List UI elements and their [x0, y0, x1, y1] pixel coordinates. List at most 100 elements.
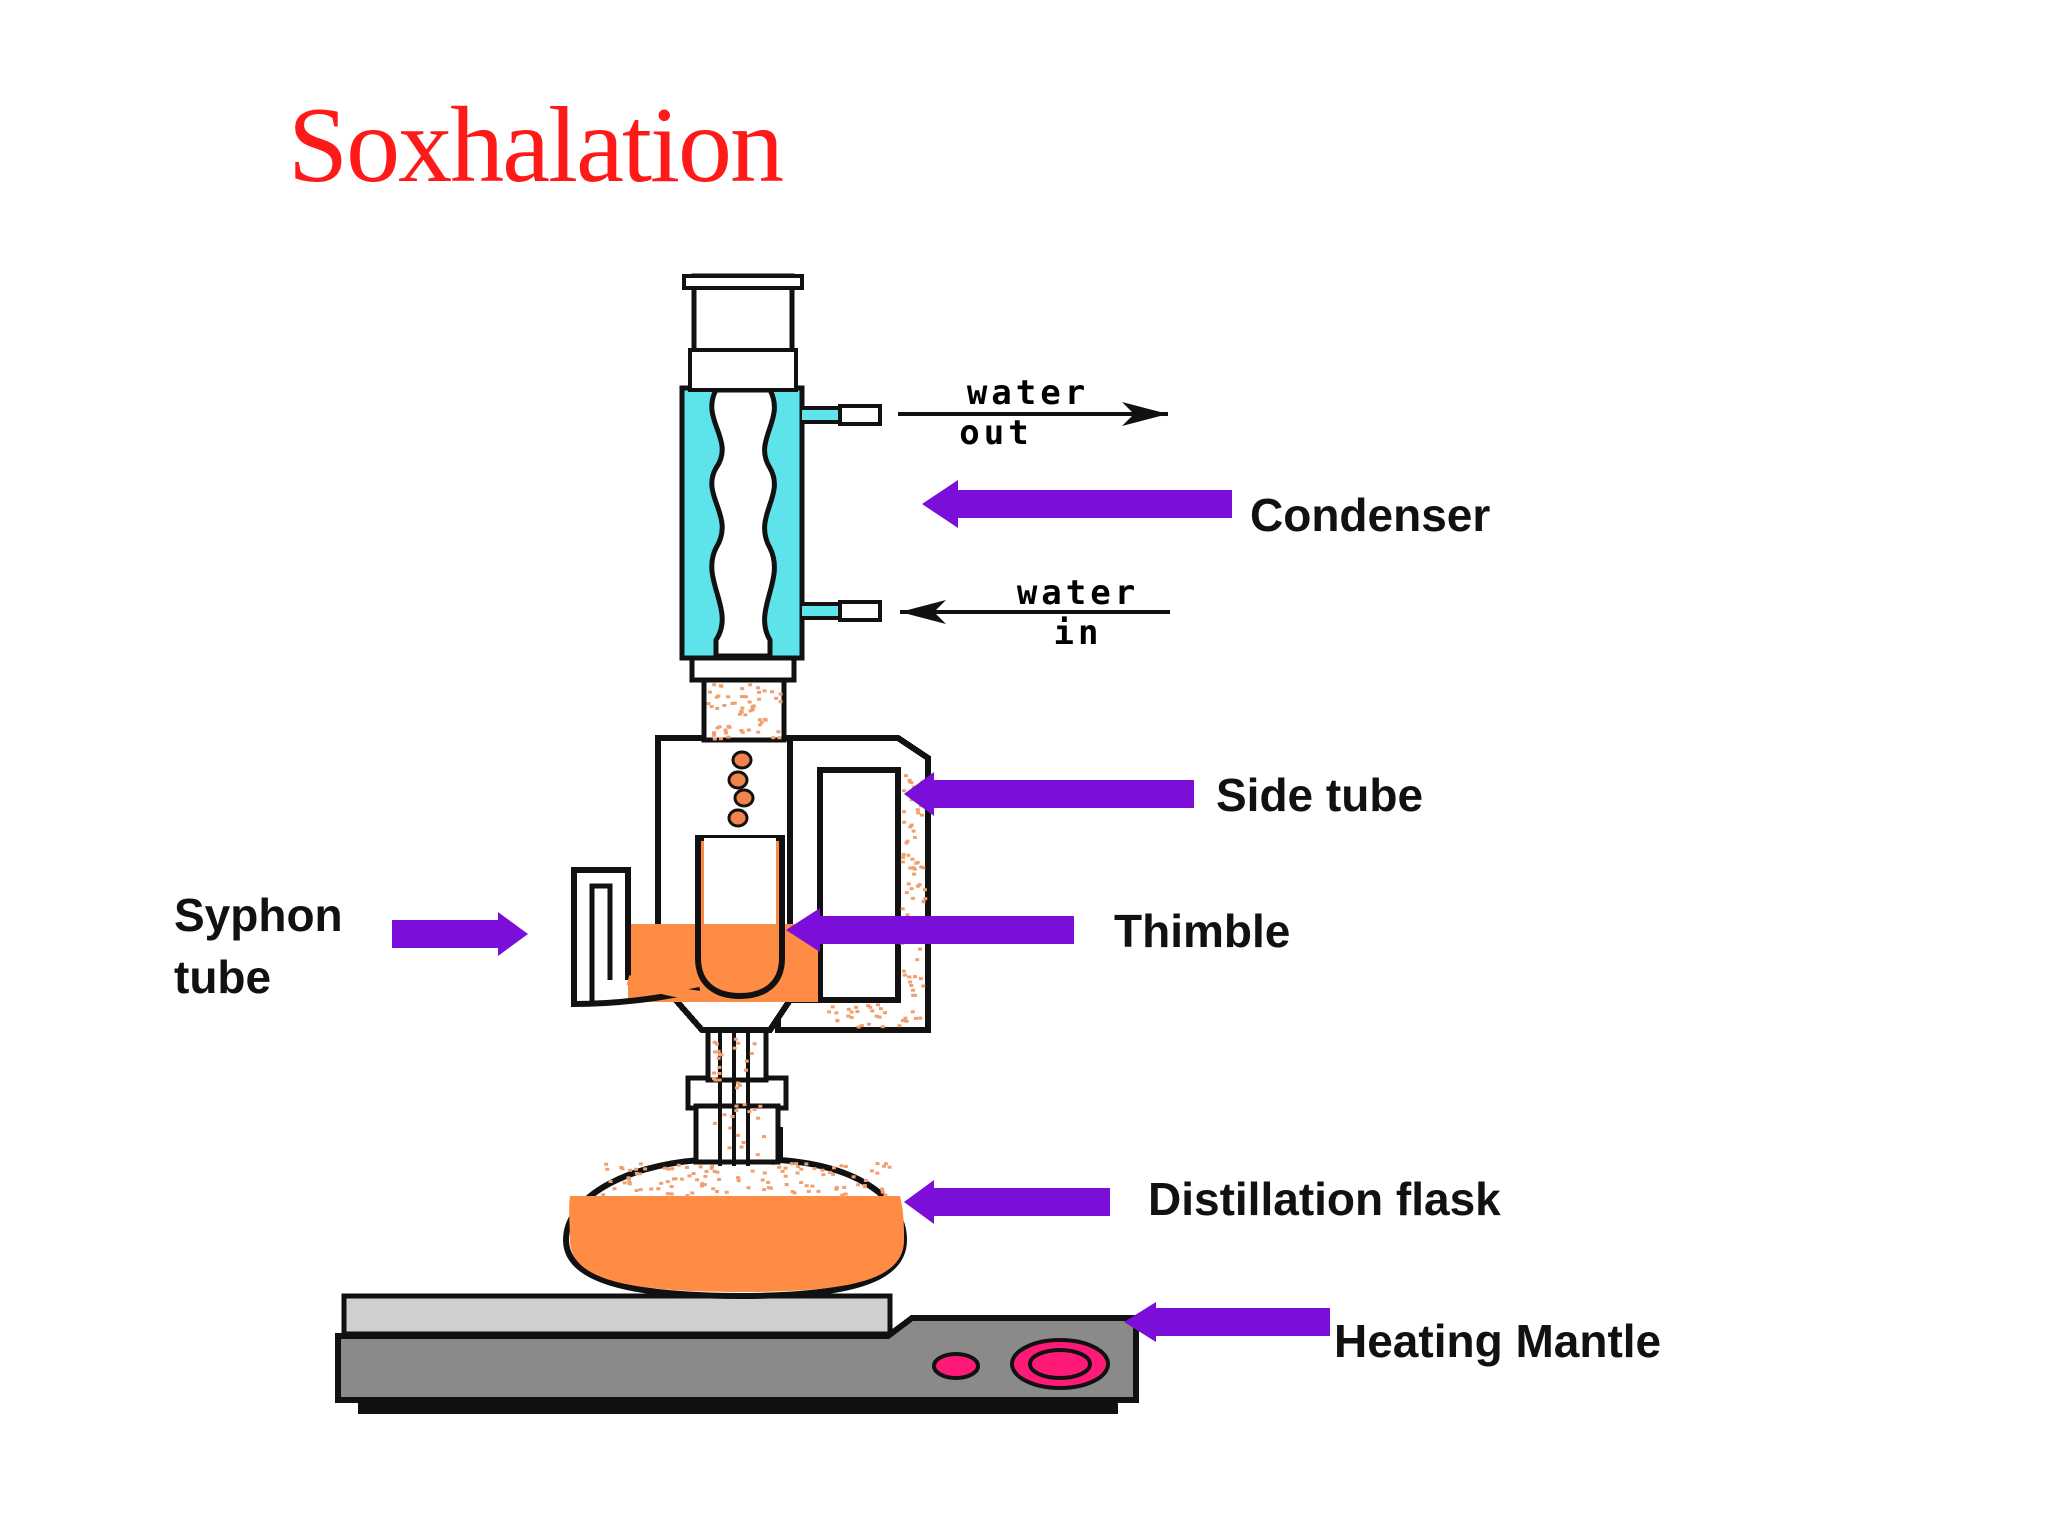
vapor-speck — [743, 713, 748, 717]
vapor-speck — [840, 1193, 845, 1197]
vapor-speck — [780, 1169, 785, 1173]
vapor-speck — [842, 1185, 847, 1189]
vapor-speck — [794, 1162, 799, 1166]
vapor-speck — [601, 1193, 606, 1197]
solvent-drops — [727, 750, 755, 828]
diagram-title: Soxhalation — [288, 86, 784, 205]
vapor-speck — [750, 1169, 755, 1173]
vapor-speck — [743, 695, 748, 699]
vapor-speck — [757, 697, 762, 701]
vapor-speck — [730, 702, 735, 705]
vapor-speck — [867, 1022, 871, 1026]
vapor-speck — [859, 1024, 864, 1028]
vapor-speck — [718, 684, 723, 688]
vapor-speck — [634, 1171, 639, 1175]
vapor-speck — [911, 993, 916, 997]
vapor-speck — [839, 1164, 844, 1168]
syphon-tube-label-line1: Syphon — [174, 889, 343, 941]
vapor-speck — [911, 829, 916, 833]
water-out-arrow-icon — [898, 402, 1168, 426]
vapor-speck — [724, 1190, 729, 1194]
vapor-speck — [739, 729, 744, 732]
vapor-speck — [887, 1165, 892, 1169]
vapor-speck — [918, 977, 923, 981]
vapor-speck — [736, 1179, 741, 1183]
heating-mantle-label: Heating Mantle — [1334, 1315, 1662, 1367]
vapor-speck — [875, 1162, 880, 1166]
vapor-speck — [778, 692, 783, 696]
vapor-speck — [756, 686, 760, 690]
vapor-speck — [685, 1166, 689, 1169]
vapor-speck — [904, 774, 908, 778]
vapor-speck — [766, 1186, 771, 1190]
vapor-speck — [909, 823, 914, 827]
vapor-speck — [834, 1187, 839, 1191]
vapor-speck — [902, 973, 907, 977]
vapor-speck — [843, 1165, 848, 1168]
vapor-speck — [908, 825, 913, 829]
vapor-speck — [737, 712, 742, 716]
vapor-speck — [909, 798, 914, 802]
vapor-speck — [685, 1194, 690, 1197]
vapor-speck — [717, 1178, 722, 1181]
thimble-label: Thimble — [1114, 905, 1291, 957]
vapor-speck — [804, 1184, 809, 1188]
vapor-speck — [687, 1174, 692, 1178]
vapor-speck — [909, 781, 914, 785]
vapor-speck — [917, 883, 922, 887]
control-knob-icon — [1010, 1338, 1110, 1390]
syphon-arrow-icon — [392, 912, 528, 956]
vapor-speck — [770, 690, 775, 694]
vapor-speck — [915, 958, 920, 962]
vapor-speck — [665, 1180, 670, 1184]
vapor-speck — [827, 1010, 832, 1014]
vapor-speck — [637, 1172, 642, 1176]
vapor-speck — [736, 1176, 741, 1180]
vapor-speck — [695, 1178, 700, 1182]
vapor-speck — [732, 1046, 737, 1050]
vapor-speck — [746, 1186, 751, 1190]
vapor-speck — [912, 872, 917, 876]
vapor-speck — [923, 888, 927, 892]
vapor-speck — [638, 1162, 643, 1166]
vapor-speck — [715, 1042, 719, 1046]
vapor-speck — [712, 683, 717, 687]
vapor-speck — [707, 690, 712, 694]
heating-mantle — [335, 1293, 1139, 1414]
vapor-speck — [735, 1081, 740, 1085]
vapor-speck — [669, 1192, 674, 1196]
vapor-speck — [880, 1025, 885, 1029]
vapor-speck — [691, 1172, 696, 1176]
vapor-speck — [718, 737, 723, 741]
vapor-speck — [755, 1153, 760, 1157]
vapor-speck — [748, 683, 753, 687]
vapor-speck — [830, 1005, 835, 1009]
vapor-speck — [671, 1177, 676, 1181]
vapor-speck — [622, 1181, 627, 1185]
vapor-speck — [736, 1041, 741, 1045]
vapor-speck — [733, 1037, 738, 1041]
vapor-speck — [916, 811, 921, 815]
vapor-speck — [758, 723, 763, 727]
side-tube-arrow-icon — [904, 772, 1194, 816]
vapor-speck — [715, 726, 720, 730]
vapor-speck — [789, 1162, 794, 1166]
vapor-speck — [915, 808, 920, 812]
vapor-speck — [712, 737, 717, 741]
vapor-speck — [730, 1115, 735, 1118]
vapor-speck — [868, 1005, 873, 1009]
vapor-speck — [732, 701, 737, 705]
vapor-speck — [626, 1177, 631, 1181]
vapor-speck — [752, 1042, 757, 1046]
vapor-speck — [656, 1187, 661, 1191]
vapor-speck — [907, 975, 912, 979]
thimble-arrow-icon — [786, 908, 1074, 952]
vapor-speck — [919, 865, 924, 869]
vapor-speck — [835, 1019, 840, 1022]
vapor-speck — [759, 721, 764, 725]
vapor-speck — [897, 1024, 902, 1028]
vapor-speck — [712, 1071, 716, 1075]
vapor-speck — [874, 1014, 879, 1018]
vapor-speck — [712, 1121, 717, 1125]
vapor-speck — [910, 1010, 915, 1014]
